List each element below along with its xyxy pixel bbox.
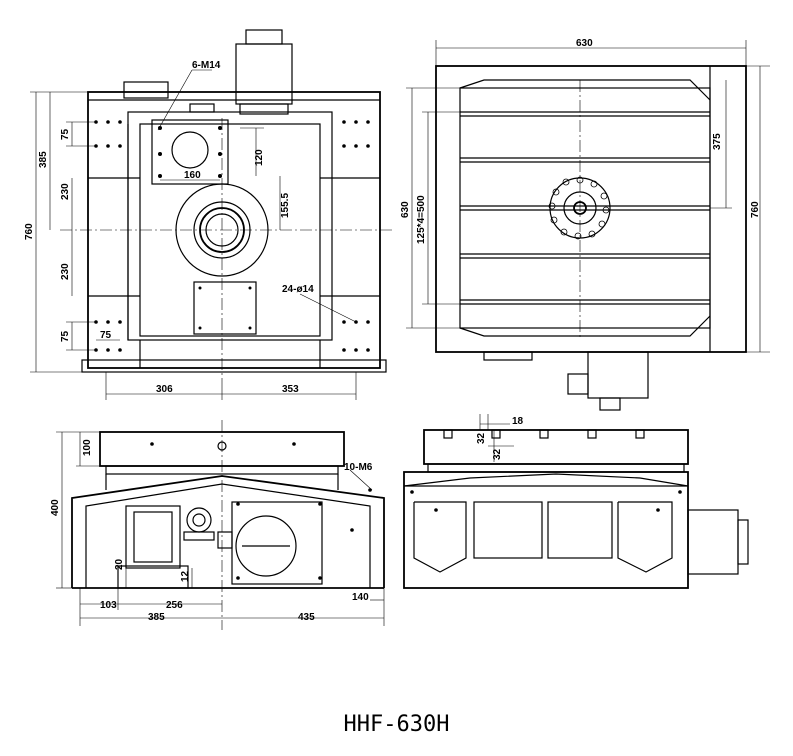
dim-103: 103: [100, 600, 117, 611]
side-view: 100 400 20 12 103 256 385 435 140 10-M6: [50, 420, 385, 630]
dim-18: 18: [512, 416, 524, 427]
dim-155-5: 155.5: [280, 193, 291, 218]
dim-75-horizontal: 75: [100, 330, 112, 341]
dim-12: 12: [180, 570, 191, 582]
table-view: 630 375 630 125*4=500 760: [400, 38, 770, 411]
dim-306: 306: [156, 384, 173, 395]
bolt-holes: [94, 120, 370, 352]
dim-160: 160: [184, 170, 201, 181]
dim-353: 353: [282, 384, 299, 395]
dim-120: 120: [254, 149, 265, 166]
dim-32-lower: 32: [492, 448, 503, 460]
dim-100: 100: [82, 439, 93, 456]
front-view: 18 32 32: [403, 414, 749, 589]
dim-140: 140: [352, 592, 369, 603]
dim-75-upper: 75: [60, 128, 71, 140]
dim-230-lower: 230: [60, 263, 71, 280]
dim-400: 400: [50, 499, 61, 516]
page-title: HHF-630H: [343, 712, 450, 737]
dim-375: 375: [712, 133, 723, 150]
dim-760-right: 760: [750, 201, 761, 218]
label-24-holes: 24-ø14: [282, 284, 314, 295]
dim-230-upper: 230: [60, 183, 71, 200]
dim-385-bottom: 385: [148, 612, 165, 623]
t-slot-notches: [443, 429, 645, 439]
dim-760-left: 760: [24, 223, 35, 240]
dim-630-top: 630: [576, 38, 593, 49]
dim-630-vertical: 630: [400, 201, 411, 218]
label-10-m6: 10-M6: [344, 462, 373, 473]
dim-256: 256: [166, 600, 183, 611]
dim-20: 20: [114, 558, 125, 570]
dim-75-lower: 75: [60, 330, 71, 342]
dim-32-upper: 32: [476, 432, 487, 444]
label-6-m14: 6-M14: [192, 60, 221, 71]
dim-385: 385: [38, 151, 49, 168]
dim-125x4-500: 125*4=500: [416, 195, 427, 244]
plan-view: 6-M14 385 230 230 75 75 75 760 120 160 1…: [24, 29, 392, 400]
dim-435: 435: [298, 612, 315, 623]
